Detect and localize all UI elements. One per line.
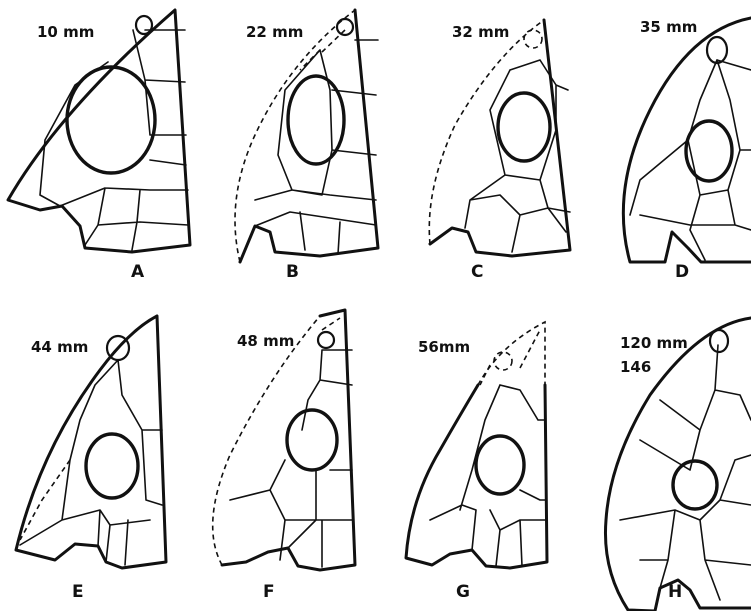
size-label-e: 44 mm	[31, 338, 88, 356]
panel-g: 56mm G	[406, 322, 547, 602]
size-label-f: 48 mm	[237, 332, 294, 350]
sutures-dashed-f	[322, 318, 340, 330]
panel-letter-g: G	[456, 582, 470, 602]
panel-letter-f: F	[263, 582, 275, 602]
orbit-h	[673, 461, 717, 509]
panel-letter-c: C	[471, 262, 483, 282]
panel-d: 35 mm D	[623, 18, 751, 282]
sutures-dashed-b	[300, 30, 345, 70]
orbit-c	[498, 93, 550, 161]
skull-outline-dashed-b	[235, 10, 355, 262]
panel-h: 120 mm 146 H	[605, 318, 751, 611]
size-label-g: 56mm	[418, 338, 470, 356]
sutures-c	[465, 60, 570, 252]
pineal-foramen-a	[136, 16, 152, 34]
size-label-h: 120 mm	[620, 334, 688, 352]
pineal-foramen-f	[318, 332, 334, 348]
plate-number: 146	[620, 358, 651, 376]
size-label-a: 10 mm	[37, 23, 94, 41]
panel-letter-h: H	[668, 582, 682, 602]
pineal-foramen-b	[337, 19, 353, 35]
sutures-dashed-e	[20, 460, 70, 540]
panel-letter-a: A	[131, 262, 145, 282]
skull-outline-dashed-c	[429, 20, 544, 244]
panel-letter-e: E	[72, 582, 84, 602]
panel-f: 48 mm F	[213, 310, 355, 602]
panel-letter-d: D	[675, 262, 689, 282]
panel-e: 44 mm E	[16, 316, 166, 602]
orbit-d	[686, 121, 732, 181]
skull-outline-dashed-g	[478, 322, 545, 385]
size-label-b: 22 mm	[246, 23, 303, 41]
sutures-a	[40, 30, 188, 250]
panel-letter-b: B	[286, 262, 299, 282]
pineal-foramen-d	[707, 37, 727, 63]
panel-b: 22 mm B	[235, 10, 378, 282]
panel-a: 10 mm A	[8, 10, 190, 282]
sutures-d	[630, 60, 751, 260]
sutures-dashed-g	[480, 330, 540, 385]
sutures-h	[620, 345, 751, 600]
orbit-g	[476, 436, 524, 494]
orbit-a	[67, 67, 155, 173]
size-label-d: 35 mm	[640, 18, 697, 36]
sutures-e	[20, 360, 162, 565]
skull-outline-dashed-f	[213, 316, 320, 565]
orbit-b	[288, 76, 344, 164]
panel-c: 32 mm C	[429, 20, 570, 282]
orbit-e	[86, 434, 138, 498]
pineal-foramen-g	[494, 352, 512, 370]
orbit-f	[287, 410, 337, 470]
sutures-g	[430, 385, 546, 566]
pineal-foramen-h	[710, 330, 728, 352]
pineal-foramen-c	[524, 30, 542, 48]
size-label-c: 32 mm	[452, 23, 509, 41]
